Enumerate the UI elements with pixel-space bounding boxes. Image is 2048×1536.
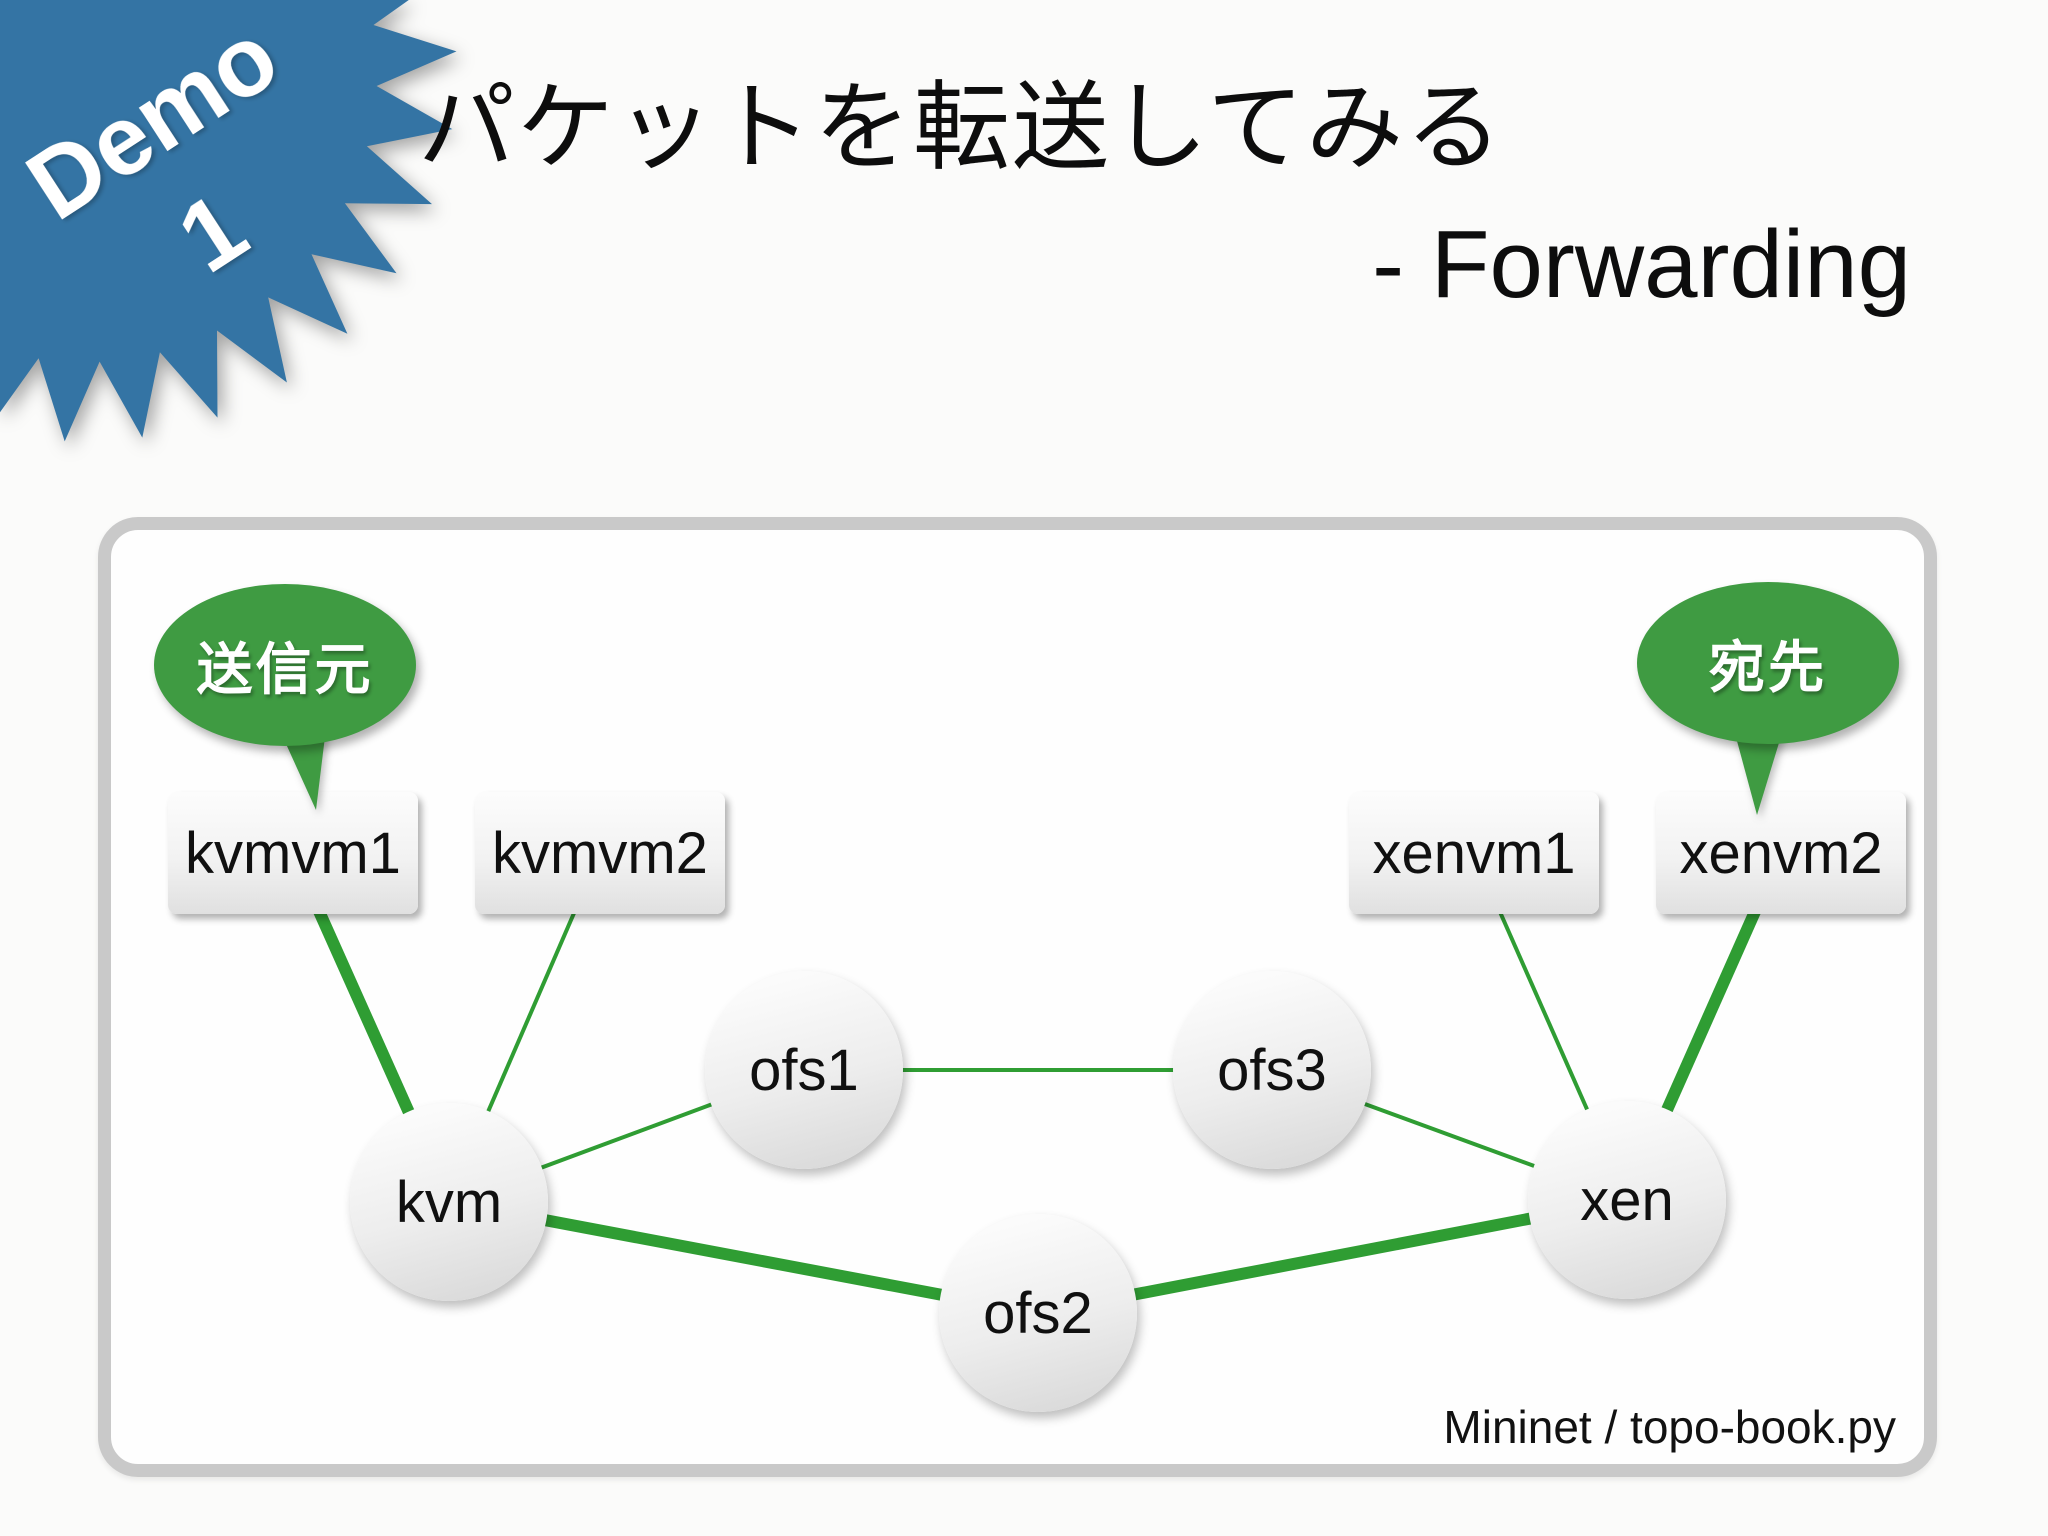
node-xenvm1-label: xenvm1 [1372,820,1576,886]
node-kvm-label: kvm [395,1169,503,1235]
node-xenvm2: xenvm2 [1656,792,1906,914]
node-kvmvm1: kvmvm1 [168,792,418,914]
diagram-caption: Mininet / topo-book.py [1443,1401,1896,1453]
destination-bubble: 宛先 [1637,582,1899,827]
page-title: パケットを転送してみる [418,73,1505,182]
node-kvmvm1-label: kvmvm1 [185,820,401,886]
node-xenvm2-label: xenvm2 [1679,820,1883,886]
node-kvmvm2: kvmvm2 [475,792,725,914]
destination-bubble-body: 宛先 [1637,582,1899,744]
destination-bubble-label: 宛先 [1709,635,1827,699]
node-xen: xen [1528,1101,1726,1299]
node-ofs2: ofs2 [939,1214,1137,1412]
node-ofs1: ofs1 [705,971,903,1169]
node-ofs2-label: ofs2 [983,1280,1093,1346]
node-xenvm1: xenvm1 [1349,792,1599,914]
source-bubble-body: 送信元 [154,584,416,746]
starburst-shape [0,0,457,442]
node-ofs1-label: ofs1 [749,1037,859,1103]
node-ofs3: ofs3 [1173,971,1371,1169]
page-subtitle: - Forwarding [1372,211,1911,318]
source-bubble: 送信元 [154,584,416,829]
node-kvm: kvm [350,1103,548,1301]
source-bubble-label: 送信元 [196,637,374,701]
demo-badge: Demo 1 [0,0,457,442]
node-xen-label: xen [1580,1167,1674,1233]
node-kvmvm2-label: kvmvm2 [492,820,708,886]
node-ofs3-label: ofs3 [1217,1037,1327,1103]
topology-panel: kvmvm1 kvmvm2 xenvm1 xenvm2 kvm ofs1 ofs… [98,517,1937,1477]
